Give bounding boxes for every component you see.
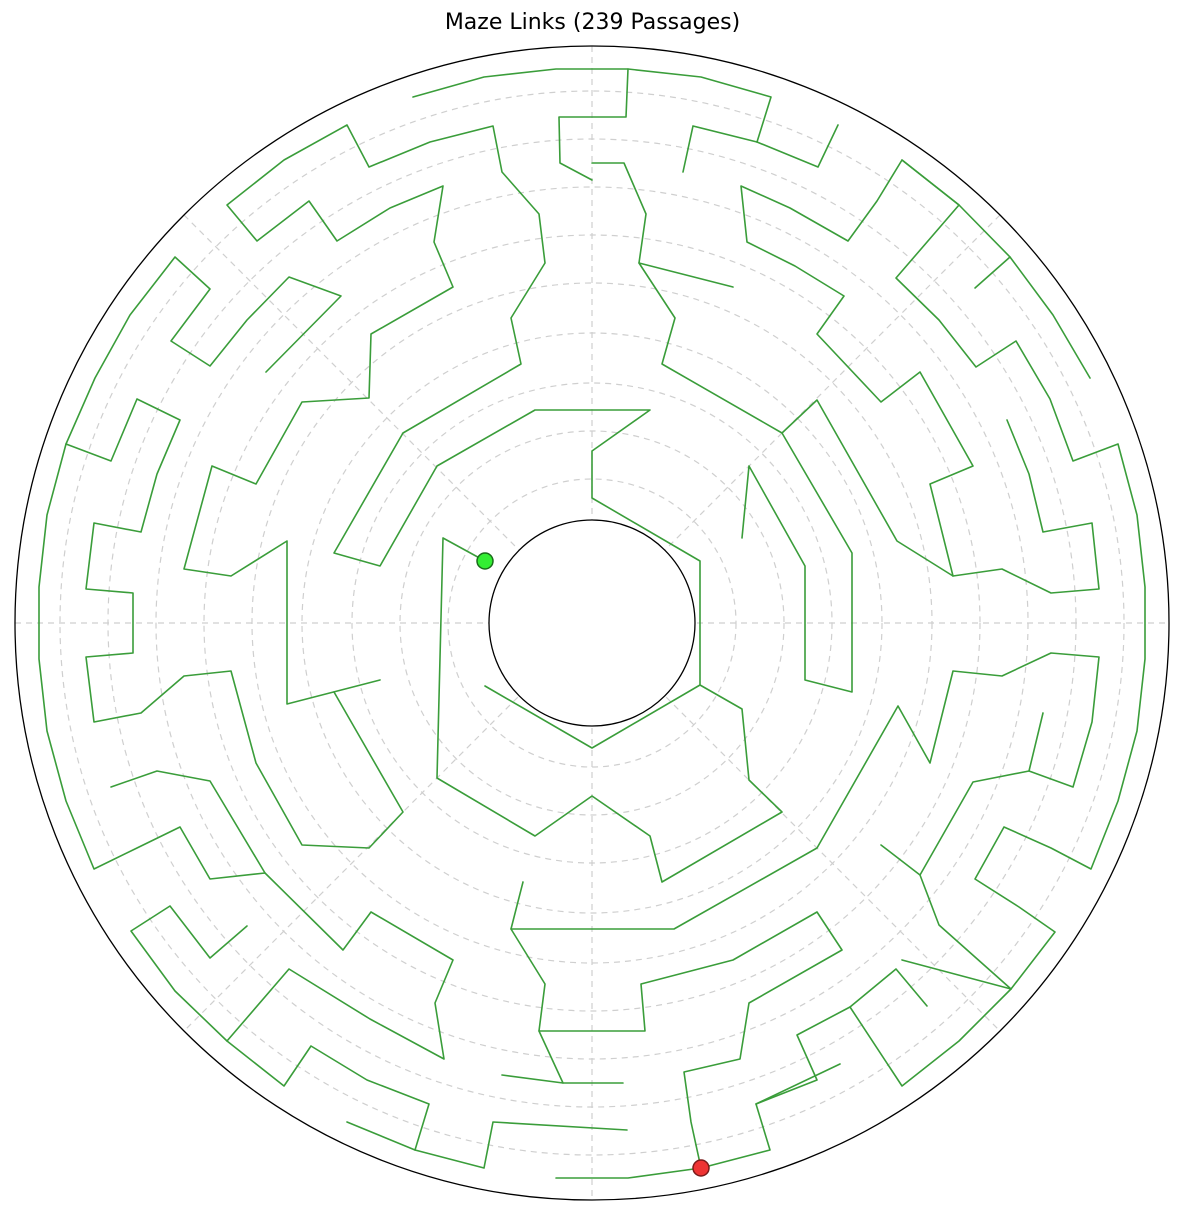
grid-ring: [399, 430, 785, 816]
passage: [510, 881, 524, 930]
passage: [183, 124, 783, 883]
grid-ring: [301, 332, 883, 914]
passage: [919, 874, 1012, 990]
grid-ring: [59, 90, 1125, 1156]
passage: [781, 399, 1100, 594]
passage: [538, 1030, 624, 1084]
passage: [130, 905, 248, 1042]
passage: [627, 68, 772, 143]
grid-ring: [203, 234, 981, 1012]
passage: [756, 124, 839, 168]
passage: [755, 1063, 841, 1105]
grid-ring: [155, 186, 1029, 1060]
passage: [501, 1074, 564, 1084]
passage: [880, 770, 1030, 876]
grid-ring: [107, 138, 1077, 1108]
passage: [412, 68, 629, 181]
passage: [346, 1121, 416, 1151]
passage: [110, 770, 266, 874]
passage: [901, 959, 1012, 990]
passage: [974, 256, 1011, 289]
start-marker: [476, 552, 494, 570]
passage: [555, 159, 1146, 1179]
passage: [38, 398, 628, 1169]
chart-title: Maze Links (239 Passages): [444, 10, 741, 35]
grid-ring: [251, 282, 933, 964]
passage: [682, 125, 758, 173]
inner-hub: [488, 519, 696, 727]
maze-passages: [38, 68, 1146, 1179]
grid-ring: [447, 478, 737, 768]
passage: [65, 256, 342, 445]
grid-ring: [351, 382, 833, 864]
passage: [484, 684, 701, 749]
passage: [849, 968, 928, 1008]
passage: [510, 652, 1100, 1169]
end-marker: [692, 1159, 710, 1177]
passage: [638, 262, 734, 288]
outer-boundary: [14, 45, 1170, 1201]
